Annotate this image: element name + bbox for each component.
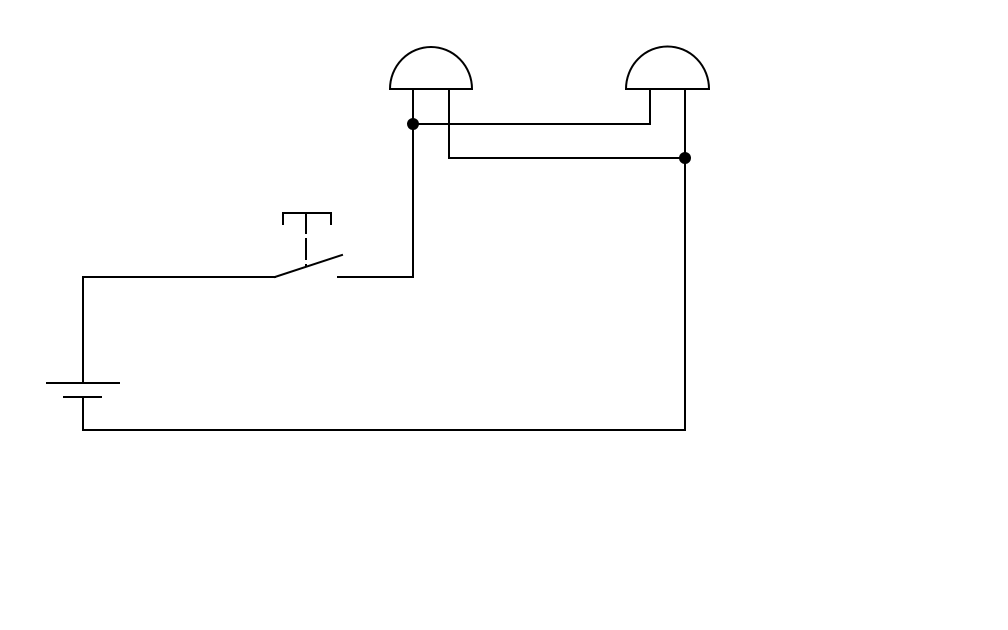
bell-icon bbox=[388, 46, 474, 90]
battery-icon bbox=[46, 382, 120, 398]
wire-battery-to-switch bbox=[82, 276, 276, 384]
junction-dot bbox=[679, 152, 691, 164]
switch-blade bbox=[273, 253, 344, 279]
wire-parallel-top bbox=[412, 88, 651, 125]
junction-dot bbox=[407, 118, 419, 130]
bell-left-dome bbox=[388, 46, 474, 90]
wire-switch-to-bells bbox=[337, 88, 414, 278]
bell-right-dome bbox=[624, 45, 711, 90]
push-button-switch-icon bbox=[273, 212, 344, 279]
bell-icon bbox=[624, 45, 711, 90]
wire-return-to-battery bbox=[82, 88, 686, 431]
wire-parallel-bottom bbox=[448, 88, 686, 159]
